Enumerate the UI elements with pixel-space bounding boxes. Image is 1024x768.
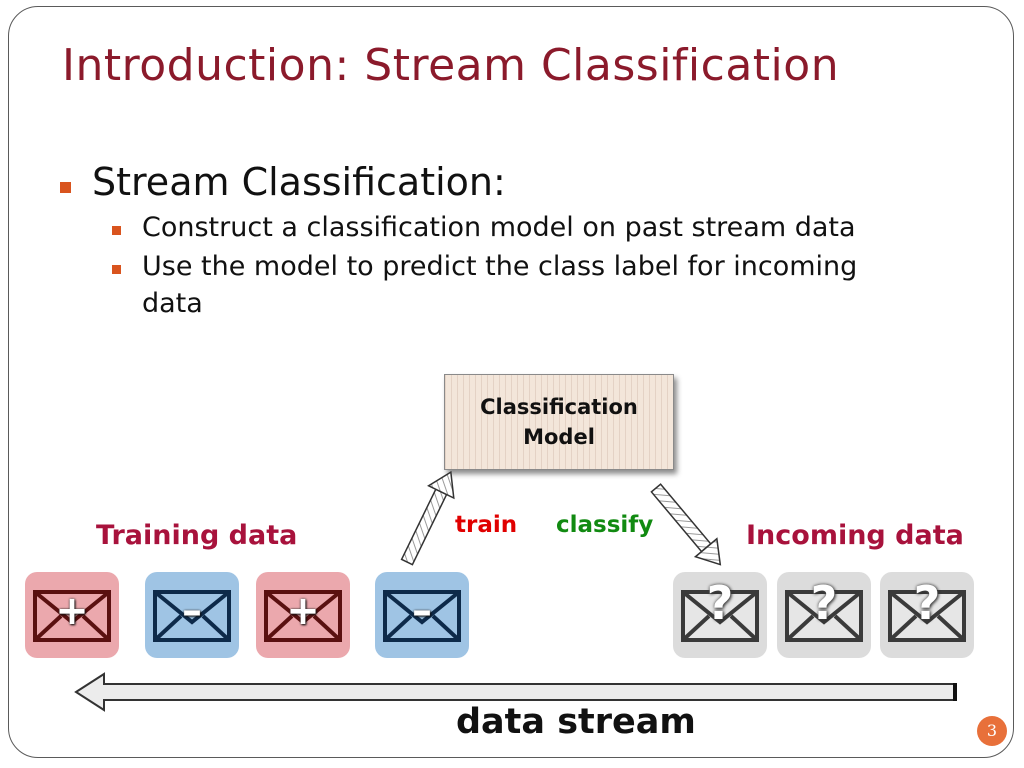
- bullet-marker: [60, 182, 71, 193]
- training-envelope-4: –: [375, 572, 469, 658]
- envelope-icon: [681, 590, 759, 642]
- sub-bullet-2-continued: data: [142, 288, 203, 319]
- sub-bullet-marker: [112, 265, 121, 274]
- incoming-data-label: Incoming data: [746, 520, 964, 551]
- envelope-icon: [383, 590, 461, 642]
- train-arrow: [400, 470, 455, 566]
- training-data-label: Training data: [96, 520, 298, 551]
- minus-sign: –: [182, 588, 202, 634]
- question-mark: ?: [913, 576, 941, 630]
- envelope-icon: [264, 590, 342, 642]
- question-mark: ?: [706, 576, 734, 630]
- data-stream-arrow: [74, 672, 957, 712]
- train-label: train: [455, 512, 518, 538]
- classification-model-box: Classification Model: [444, 374, 674, 470]
- training-envelope-2: –: [145, 572, 239, 658]
- plus-sign: +: [55, 588, 89, 634]
- envelope-icon: [785, 590, 863, 642]
- main-bullet: Stream Classification:: [92, 160, 506, 204]
- plus-sign: +: [286, 588, 320, 634]
- classify-label: classify: [556, 512, 654, 538]
- envelope-icon: [153, 590, 231, 642]
- page-number: 3: [977, 716, 1007, 746]
- question-mark: ?: [810, 576, 838, 630]
- training-envelope-3: +: [256, 572, 350, 658]
- data-stream-label: data stream: [456, 702, 696, 742]
- incoming-envelope-2: ?: [777, 572, 871, 658]
- model-label-line1: Classification: [480, 395, 638, 419]
- envelope-icon: [33, 590, 111, 642]
- classify-arrow: [650, 483, 722, 566]
- sub-bullet-marker: [112, 226, 121, 235]
- minus-sign: –: [412, 588, 432, 634]
- sub-bullet-2: Use the model to predict the class label…: [142, 251, 858, 282]
- sub-bullet-1: Construct a classification model on past…: [142, 212, 856, 243]
- incoming-envelope-1: ?: [673, 572, 767, 658]
- envelope-icon: [888, 590, 966, 642]
- incoming-envelope-3: ?: [880, 572, 974, 658]
- model-label-line2: Model: [523, 425, 595, 449]
- slide-title: Introduction: Stream Classification: [62, 40, 840, 91]
- training-envelope-1: +: [25, 572, 119, 658]
